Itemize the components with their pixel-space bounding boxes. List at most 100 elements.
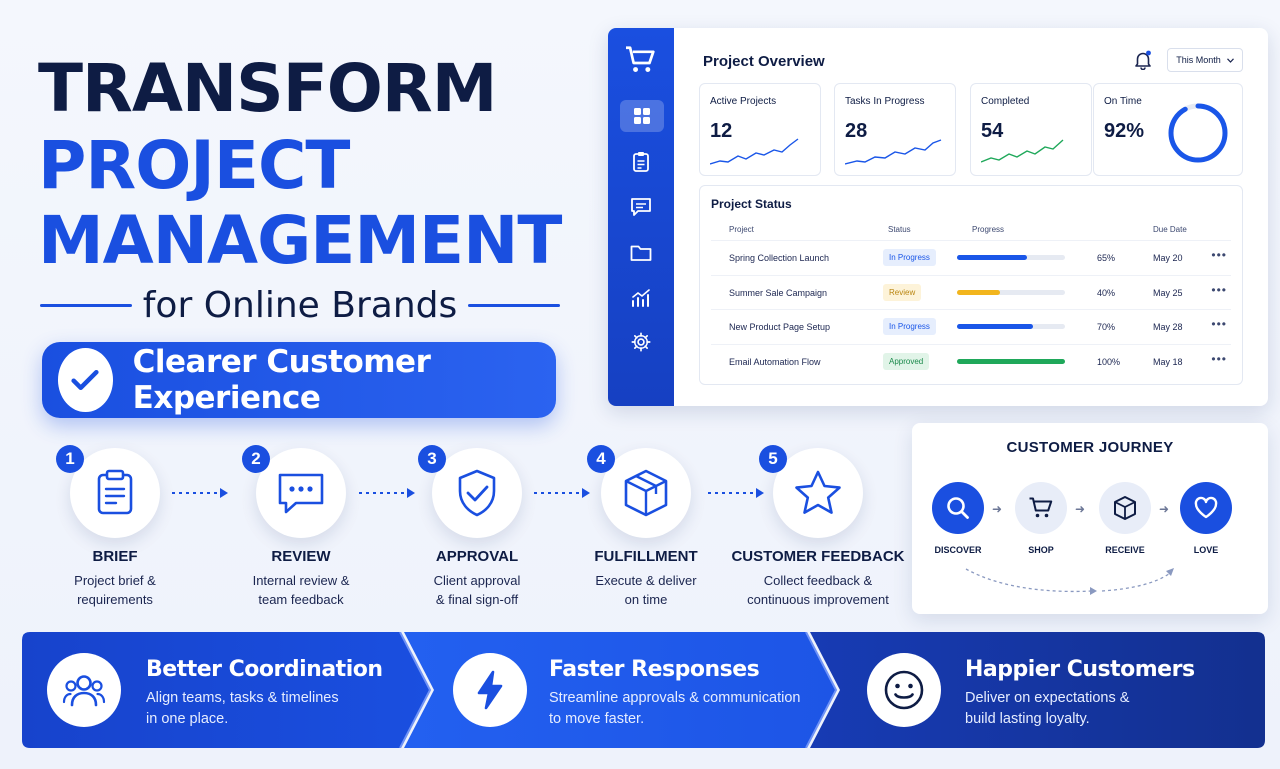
project-name: Spring Collection Launch <box>729 253 830 263</box>
step-description: Internal review & team feedback <box>206 571 396 609</box>
status-table-title: Project Status <box>711 197 792 211</box>
step-desc-line: Project brief & <box>74 573 156 588</box>
dashboard-icon[interactable] <box>620 100 664 132</box>
message-icon[interactable] <box>625 191 657 223</box>
more-options-icon[interactable]: ••• <box>1211 351 1227 366</box>
journey-node-label: LOVE <box>1193 545 1219 555</box>
step-desc-line: team feedback <box>258 592 344 607</box>
arrow-right-icon: ➜ <box>1159 502 1170 516</box>
stat-value: 54 <box>981 120 1004 142</box>
project-name: Summer Sale Campaign <box>729 287 828 298</box>
journey-node-label: SHOP <box>1028 545 1054 555</box>
step-desc-line: Internal review & <box>252 573 350 588</box>
dotted-arrow-icon <box>357 486 419 504</box>
journey-title: CUSTOMER JOURNEY <box>1006 439 1174 456</box>
sparkline-chart <box>710 138 799 165</box>
team-icon <box>47 653 121 727</box>
chevron-down-icon <box>1226 55 1234 65</box>
step-title: APPROVAL <box>435 548 519 565</box>
stat-value: 92% <box>1104 120 1145 142</box>
pill-label: Clearer Customer Experience <box>132 344 431 416</box>
clipboard-icon[interactable] <box>625 146 657 178</box>
heart-icon <box>1180 482 1232 534</box>
column-header-due-date: Due Date <box>1153 225 1187 234</box>
journey-node-label: DISCOVER <box>934 545 982 555</box>
dashboard-title: Project Overview <box>703 53 825 70</box>
progress-bar <box>957 358 1065 364</box>
progress-bar <box>957 324 1065 329</box>
headline-line-3: MANAGEMENT <box>38 202 562 279</box>
journey-loop-arrow-icon <box>965 568 1174 595</box>
check-icon <box>58 348 113 412</box>
step-desc-line: continuous improvement <box>747 592 889 607</box>
step-desc-line: Client approval <box>433 573 521 588</box>
subtitle: for Online Brands <box>142 284 458 326</box>
customer-journey-card: CUSTOMER JOURNEY ➜ ➜ ➜ DISCOVER SHOP REC… <box>912 423 1268 614</box>
benefit-title: Happier Customers <box>965 657 1195 682</box>
benefit-title: Faster Responses <box>549 657 760 682</box>
stat-label: Active Projects <box>710 96 777 107</box>
status-badge: Review <box>883 283 922 301</box>
shield-check-icon <box>432 448 522 538</box>
progress-percent: 65% <box>1097 253 1116 263</box>
due-date: May 28 <box>1153 322 1183 332</box>
column-header-progress: Progress <box>972 225 1005 234</box>
due-date: May 18 <box>1153 356 1183 367</box>
stat-card-on-time: On Time 92% <box>1093 83 1243 176</box>
benefit-description: Deliver on expectations &build lasting l… <box>965 688 1129 730</box>
cart-logo-icon[interactable] <box>621 42 661 78</box>
on-time-ring-chart <box>1168 103 1228 163</box>
more-options-icon[interactable]: ••• <box>1211 248 1227 262</box>
benefit-title: Better Coordination <box>146 657 383 682</box>
step-desc-line: on time <box>624 592 668 607</box>
status-badge: In Progress <box>883 318 936 335</box>
analytics-icon[interactable] <box>625 282 657 314</box>
stat-label: Completed <box>981 96 1030 107</box>
more-options-icon[interactable]: ••• <box>1211 317 1227 331</box>
arrow-right-icon: ➜ <box>992 502 1003 516</box>
dashboard-window: Project Overview This Month Active Proje… <box>608 28 1268 406</box>
step-title: FULFILLMENT <box>594 548 698 565</box>
step-desc-line: Execute & deliver <box>595 573 697 588</box>
clipboard-icon <box>70 448 160 538</box>
benefits-banner: Better Coordination Align teams, tasks &… <box>22 632 1265 748</box>
dotted-arrow-icon <box>170 486 232 504</box>
step-number: 2 <box>242 445 270 473</box>
stat-card-completed: Completed 54 <box>970 83 1092 176</box>
progress-bar-fill <box>957 324 1033 329</box>
cart-icon <box>1015 482 1067 534</box>
due-date: May 20 <box>1153 253 1183 263</box>
subtitle-divider-right <box>468 303 560 307</box>
stat-label: On Time <box>1104 96 1142 107</box>
stat-value: 28 <box>845 120 868 142</box>
chat-icon <box>256 448 346 538</box>
stat-card-active-projects: Active Projects 12 <box>699 83 821 176</box>
step-title: BRIEF <box>92 548 138 565</box>
period-dropdown[interactable]: This Month <box>1167 48 1243 72</box>
column-header-project: Project <box>729 225 754 234</box>
benefit-desc-line: in one place. <box>146 711 229 727</box>
step-description: Project brief &requirements <box>20 571 210 609</box>
smiley-icon <box>867 653 941 727</box>
progress-percent: 40% <box>1097 287 1116 298</box>
period-label: This Month <box>1176 55 1221 65</box>
subtitle-row: for Online Brands <box>40 283 560 327</box>
bell-icon[interactable] <box>1134 50 1152 75</box>
dotted-arrow-icon <box>706 486 768 504</box>
folder-icon[interactable] <box>625 237 657 269</box>
more-options-icon[interactable]: ••• <box>1211 282 1227 297</box>
subtitle-divider-left <box>40 303 132 307</box>
progress-bar <box>957 255 1065 260</box>
search-icon <box>932 482 984 534</box>
settings-gear-icon[interactable] <box>625 326 657 358</box>
box-icon <box>601 448 691 538</box>
progress-percent: 100% <box>1097 356 1121 367</box>
progress-bar <box>957 289 1065 295</box>
progress-bar-fill <box>957 358 1065 364</box>
